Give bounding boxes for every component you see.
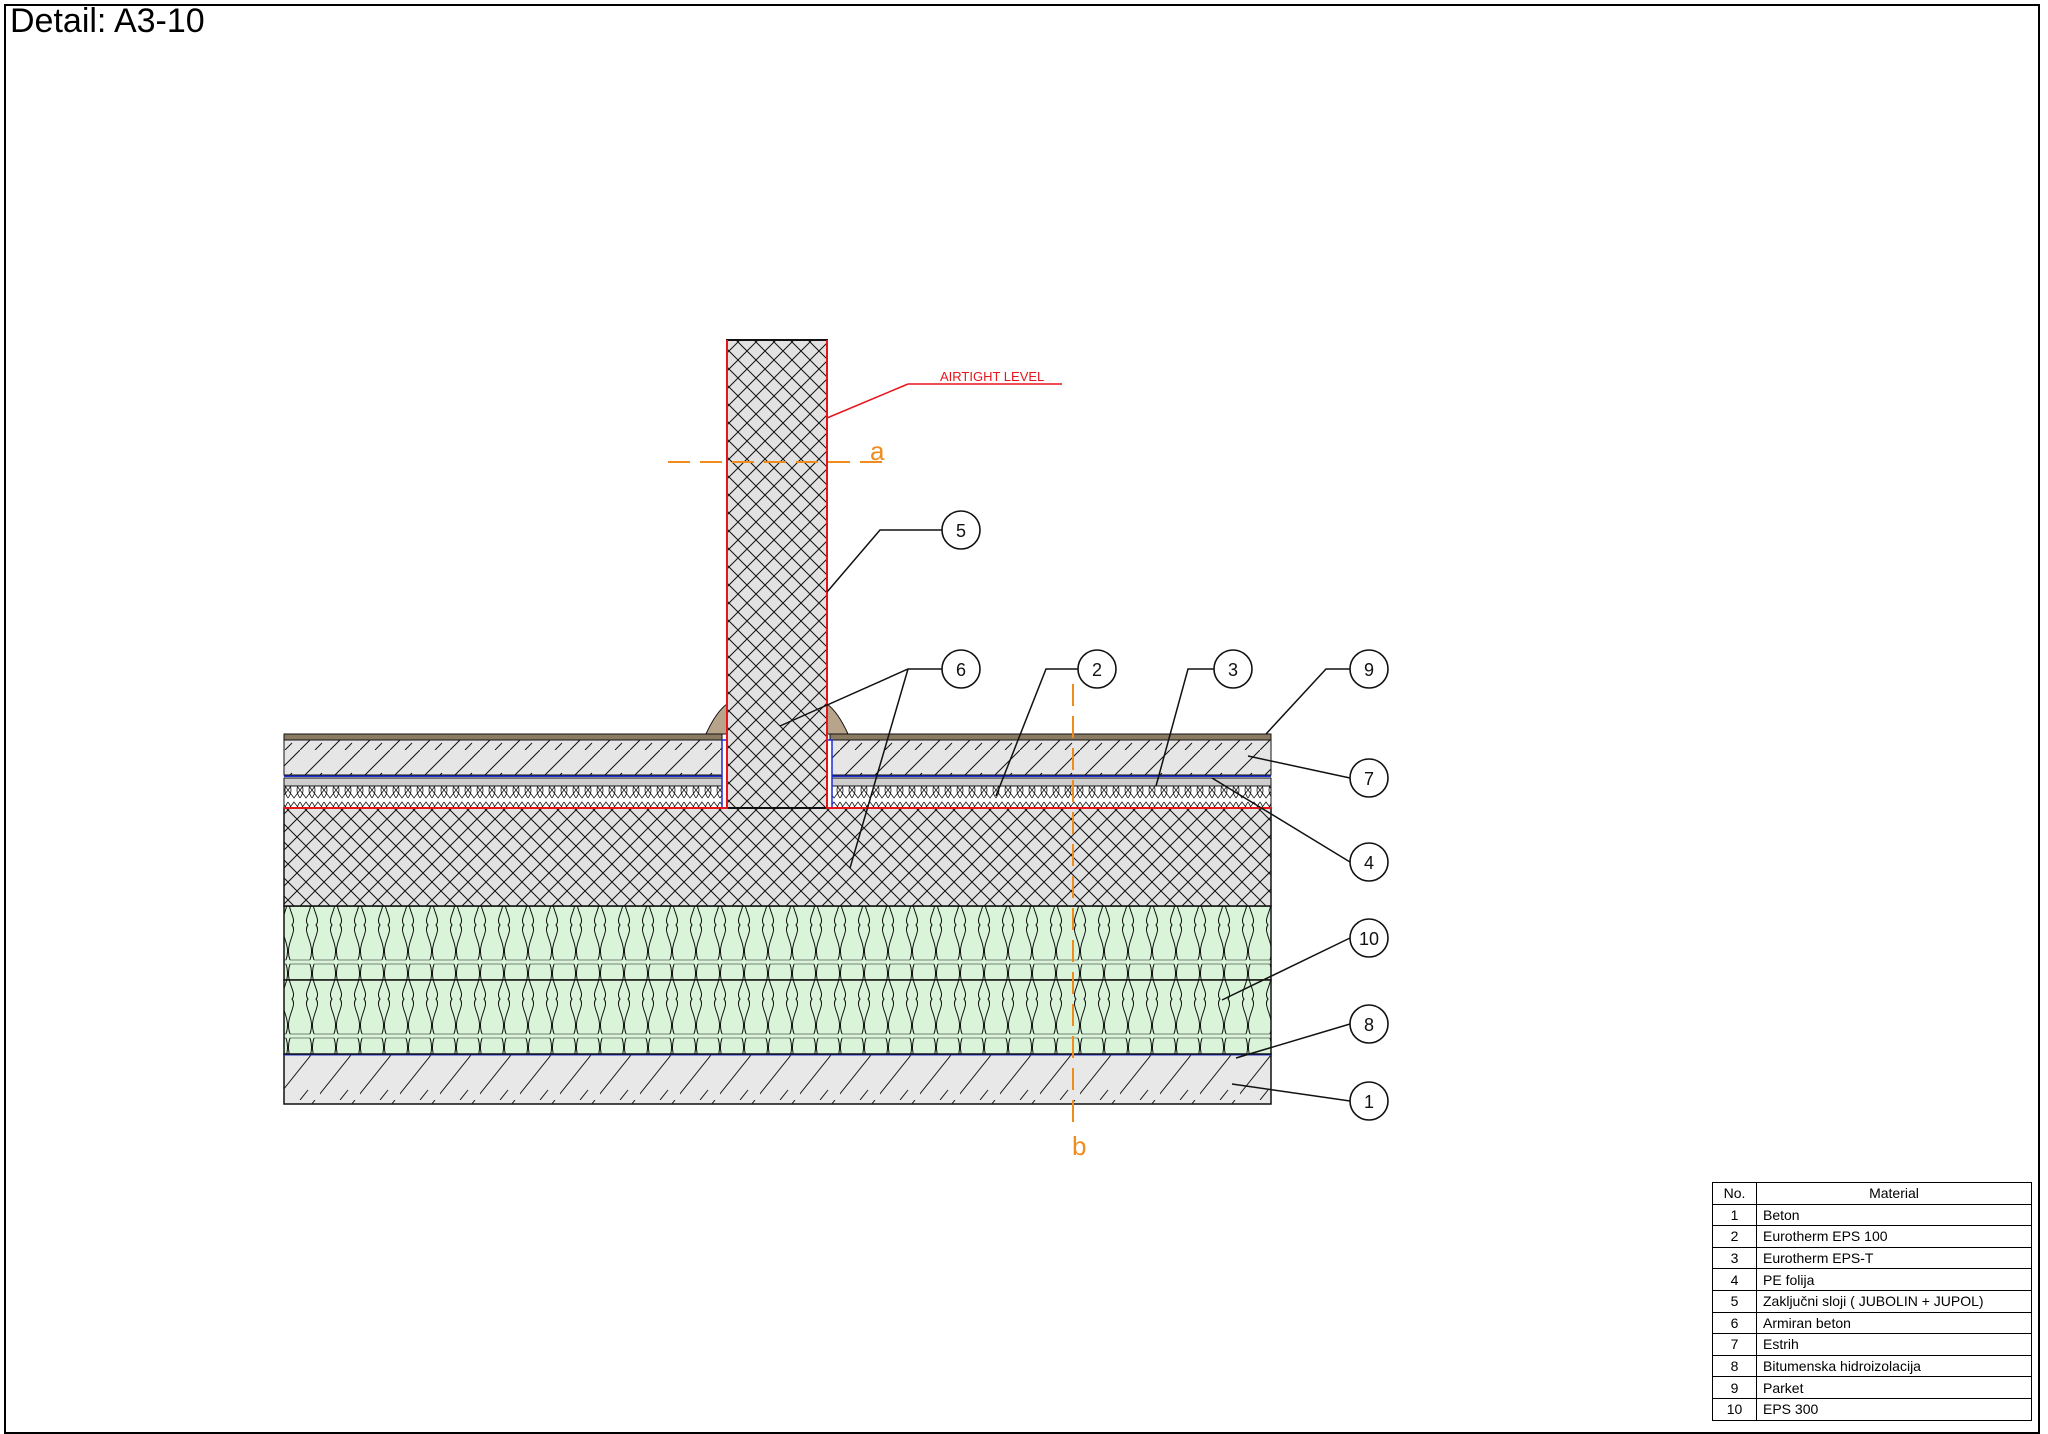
- callout-6: 6: [956, 660, 966, 680]
- sealant-right: [826, 703, 849, 735]
- callout-circles: [941, 510, 1389, 1121]
- callout-7: 7: [1364, 769, 1374, 789]
- airtight-label: AIRTIGHT LEVEL: [940, 369, 1044, 384]
- layer-estrih-right: [829, 739, 1272, 776]
- sealant-left: [705, 703, 728, 735]
- layer-parket-right: [829, 733, 1272, 741]
- legend-material: PE folija: [1756, 1268, 2032, 1291]
- legend-material: Estrih: [1756, 1333, 2032, 1356]
- airtight-level-line: [284, 340, 1271, 809]
- legend-material: Bitumenska hidroizolacija: [1756, 1354, 2032, 1378]
- legend-header-no: No.: [1712, 1182, 1757, 1205]
- layer-eps300-upper: [283, 905, 1272, 981]
- leader-lines: [779, 529, 1351, 1102]
- legend-material: Parket: [1756, 1376, 2032, 1399]
- legend-no: 5: [1712, 1289, 1757, 1313]
- legend-header-material: Material: [1756, 1182, 2032, 1205]
- callout-4: 4: [1364, 853, 1374, 873]
- layer-eps-t-left: [283, 785, 723, 809]
- callout-1: 1: [1364, 1092, 1374, 1112]
- layer-eps100-left: [283, 777, 723, 787]
- legend-header-row: No. Material: [1712, 1182, 2032, 1205]
- legend-no: 10: [1712, 1397, 1757, 1421]
- legend-no: 3: [1712, 1246, 1757, 1270]
- wall-armiran-beton: [726, 339, 828, 809]
- callout-2: 2: [1092, 660, 1102, 680]
- drawing-frame: [4, 4, 2040, 1434]
- callout-5: 5: [956, 521, 966, 541]
- legend-material: Eurotherm EPS 100: [1756, 1225, 2032, 1248]
- callout-10: 10: [1359, 929, 1379, 949]
- legend-no: 7: [1712, 1333, 1757, 1356]
- detail-title: Detail: A3-10: [10, 2, 205, 40]
- airtight-leader: [826, 383, 909, 419]
- legend-no: 4: [1712, 1268, 1757, 1291]
- layer-eps300-lower: [283, 979, 1272, 1055]
- legend-no: 9: [1712, 1376, 1757, 1399]
- section-label-b: b: [1072, 1131, 1086, 1161]
- legend-material: Beton: [1756, 1203, 2032, 1227]
- legend-no: 2: [1712, 1225, 1757, 1248]
- legend-material: EPS 300: [1756, 1397, 2032, 1421]
- legend-material: Zaključni sloji ( JUBOLIN + JUPOL): [1756, 1289, 2032, 1313]
- legend-no: 6: [1712, 1311, 1757, 1335]
- layer-beton: [283, 1053, 1272, 1105]
- legend-material: Eurotherm EPS-T: [1756, 1246, 2032, 1270]
- layer-parket-left: [283, 733, 723, 741]
- section-label-a: a: [870, 436, 885, 466]
- layer-eps-t-right: [829, 785, 1272, 809]
- legend-material: Armiran beton: [1756, 1311, 2032, 1335]
- callout-8: 8: [1364, 1015, 1374, 1035]
- layer-eps100-right: [829, 777, 1272, 787]
- legend-no: 1: [1712, 1203, 1757, 1227]
- legend-no: 8: [1712, 1354, 1757, 1378]
- callout-9: 9: [1364, 660, 1374, 680]
- layer-armiran-beton: [283, 807, 1272, 907]
- callout-3: 3: [1228, 660, 1238, 680]
- layer-estrih-left: [283, 739, 723, 776]
